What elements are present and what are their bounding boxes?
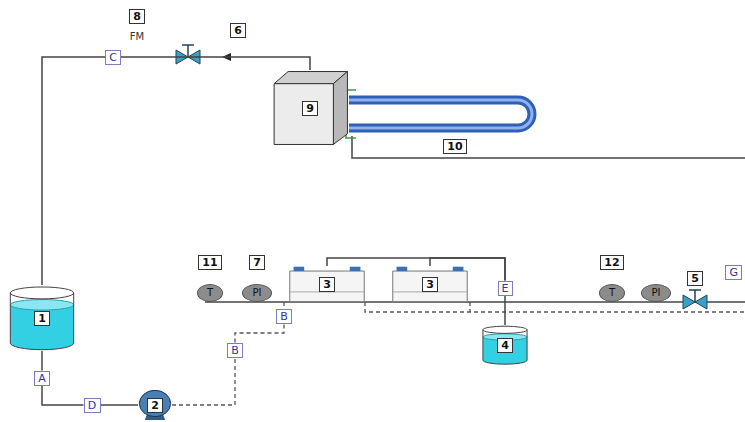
- instrument-tag: FM: [130, 31, 144, 43]
- node-text: B: [278, 310, 290, 323]
- return-branch: [469, 302, 470, 312]
- stream-label: C: [105, 50, 121, 65]
- membrane-module: 3: [289, 266, 365, 302]
- stream-label: E: [498, 281, 513, 296]
- stream-label: G: [725, 265, 742, 280]
- pipe-connector: [235, 324, 284, 343]
- pipe-connector: [42, 386, 84, 406]
- pipe-connector: [42, 57, 105, 285]
- pipe-connector: [41, 351, 43, 371]
- callout-number: 8: [129, 9, 145, 24]
- valve-symbol: [683, 290, 707, 309]
- node-text: C: [107, 51, 119, 64]
- callout-number: 6: [230, 23, 246, 38]
- feed-tank: 1: [9, 285, 75, 351]
- node-text: A: [36, 372, 48, 385]
- pressure-gauge: PI: [641, 284, 671, 302]
- outlet-pipe: [352, 136, 745, 158]
- heater-unit: 9: [271, 70, 349, 146]
- pipe-connector: [504, 296, 506, 326]
- node-text: 1: [34, 311, 50, 326]
- callout-number: 12: [600, 255, 623, 270]
- node-text: E: [500, 282, 511, 295]
- pipe-connector: [121, 57, 310, 70]
- node-text: PI: [253, 287, 262, 299]
- u-tube: [346, 90, 532, 138]
- node-text: 3: [422, 277, 438, 292]
- return-lines: [284, 302, 745, 312]
- stream-label: A: [34, 371, 50, 386]
- pump: 2: [138, 390, 172, 420]
- node-text: T: [207, 287, 213, 299]
- permeate-tank: 4: [482, 325, 528, 365]
- node-text: 3: [319, 277, 335, 292]
- pipe-connector: [101, 404, 139, 406]
- membrane-module: 3: [392, 266, 468, 302]
- valve-symbol: [176, 45, 200, 64]
- node-text: B: [229, 344, 241, 357]
- stream-label: D: [84, 398, 101, 413]
- temperature-gauge: T: [197, 284, 223, 302]
- node-text: 4: [497, 338, 513, 353]
- pipe-connector: [172, 358, 235, 406]
- node-text: T: [609, 287, 615, 299]
- main-pipe: [205, 301, 745, 303]
- callout-number: 7: [249, 255, 265, 270]
- stream-label: B: [276, 309, 292, 324]
- callout-number: 11: [198, 255, 221, 270]
- node-text: D: [86, 399, 98, 412]
- node-text: 2: [147, 398, 163, 413]
- node-text: PI: [652, 287, 661, 299]
- pipe-lines: [205, 136, 745, 302]
- pressure-gauge: PI: [242, 284, 272, 302]
- stream-label: B: [227, 343, 243, 358]
- callout-number: 10: [443, 139, 466, 154]
- temperature-gauge: T: [599, 284, 625, 302]
- callout-number: 5: [687, 271, 703, 286]
- node-text: 9: [302, 101, 318, 116]
